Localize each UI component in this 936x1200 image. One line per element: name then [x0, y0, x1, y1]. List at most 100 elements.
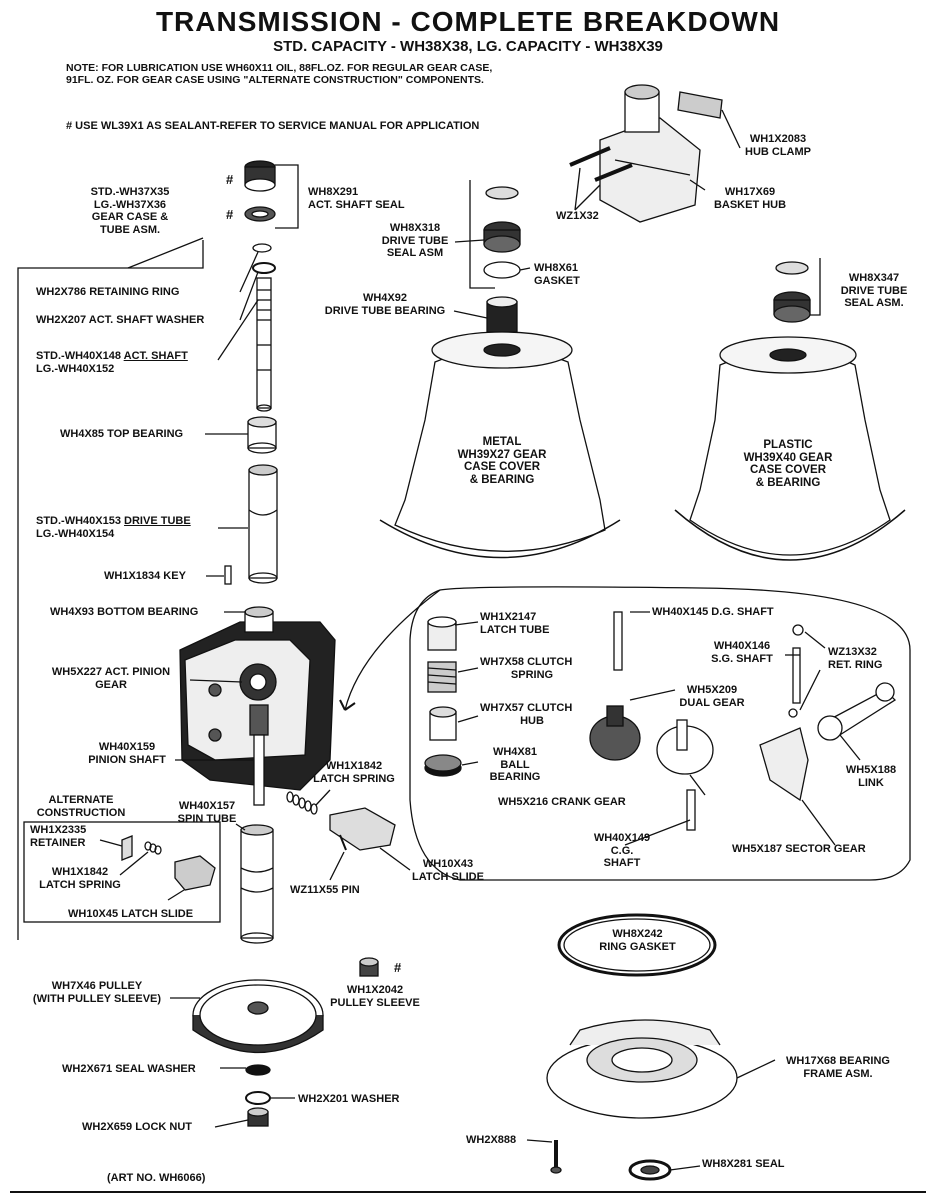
gasket-number: WH8X61 — [534, 262, 579, 274]
lubrication-note: NOTE: FOR LUBRICATION USE WH60X11 OIL, 8… — [66, 62, 492, 86]
retaining-ring-label: WH2X786 RETAINING RING — [36, 286, 180, 298]
washer-part-2 — [245, 1091, 271, 1105]
metal-cover-name: CASE COVER — [463, 461, 541, 473]
art-number: (ART NO. WH6066) — [107, 1172, 206, 1184]
note-line-1: NOTE: FOR LUBRICATION USE WH60X11 OIL, 8… — [66, 62, 493, 74]
metal-cover-label: METAL WH39X27 GEAR CASE COVER & BEARING — [440, 436, 564, 486]
metal-cover-part — [379, 331, 621, 559]
act-shaft-washer-label: WH2X207 ACT. SHAFT WASHER — [36, 314, 205, 326]
seal-washer-part — [245, 1064, 271, 1076]
sealant-mark-3: # — [394, 960, 402, 975]
seal-part — [628, 1159, 672, 1181]
sealant-note: # USE WL39X1 AS SEALANT-REFER TO SERVICE… — [66, 120, 480, 132]
latch-spring-label: WH1X1842 LATCH SPRING — [304, 760, 404, 785]
latch-tube-label: WH1X2147 LATCH TUBE — [480, 611, 549, 636]
pulley-sleeve-part — [359, 957, 379, 977]
clutch-spring-part — [427, 661, 457, 693]
alt-spring-number: WH1X1842 — [51, 866, 109, 878]
crank-gear-label: WH5X216 CRANK GEAR — [498, 796, 626, 808]
alt-slide-part — [174, 855, 216, 891]
plastic-cover-name: CASE COVER — [749, 464, 827, 476]
drive-tube-label: STD.-WH40X153 DRIVE TUBE LG.-WH40X154 — [36, 515, 191, 540]
pinion-gear-label: WH5X227 ACT. PINION GEAR — [36, 666, 186, 691]
dg-shaft-label: WH40X145 D.G. SHAFT — [652, 606, 774, 618]
hub-clamp-part — [677, 91, 723, 119]
gasket-name: GASKET — [534, 274, 580, 287]
metal-cover-name-2: & BEARING — [469, 473, 535, 486]
gear-case-name-2: TUBE ASM. — [99, 223, 161, 236]
latch-tube-name: LATCH TUBE — [480, 623, 550, 636]
sg-shaft-name: S.G. SHAFT — [711, 652, 773, 665]
plastic-cover-type: PLASTIC — [763, 439, 813, 451]
clutch-hub-name: HUB — [520, 714, 544, 727]
bolt-2-part — [550, 1140, 562, 1174]
link-part — [817, 682, 897, 741]
latch-slide-name: LATCH SLIDE — [412, 870, 484, 883]
key-part — [224, 565, 232, 585]
link-name: LINK — [858, 776, 884, 789]
ball-bearing-label: WH4X81 BALL BEARING — [480, 746, 550, 784]
top-bearing-part — [247, 416, 277, 454]
spin-tube-label: WH40X157 SPIN TUBE — [162, 800, 252, 825]
ball-bearing-name-2: BEARING — [489, 771, 541, 783]
pulley-number: WH7X46 PULLEY — [51, 980, 143, 992]
bearing-frame-name: FRAME ASM. — [803, 1067, 873, 1080]
ret-ring-label: WZ13X32 RET. RING — [828, 646, 882, 671]
act-shaft-part — [256, 277, 272, 412]
ret-ring-number: WZ13X32 — [828, 646, 877, 658]
pulley-sleeve-number: WH1X2042 — [346, 984, 404, 996]
ret-ring-part — [792, 624, 804, 636]
washer-part — [252, 262, 276, 274]
plastic-cover-number: WH39X40 GEAR — [743, 451, 833, 464]
sg-shaft-number: WH40X146 — [713, 640, 771, 652]
pulley-name: (WITH PULLEY SLEEVE) — [32, 992, 162, 1005]
cg-shaft-name-2: SHAFT — [603, 857, 641, 869]
plastic-cover-label: PLASTIC WH39X40 GEAR CASE COVER & BEARIN… — [726, 439, 850, 489]
dt-seal-b-top-part — [775, 261, 809, 275]
dt-seal-b-label: WH8X347 DRIVE TUBE SEAL ASM. — [834, 272, 914, 310]
diagram-subtitle: STD. CAPACITY - WH38X38, LG. CAPACITY - … — [273, 38, 663, 55]
pinion-shaft-number: WH40X159 — [98, 741, 156, 753]
alt-heading-1: ALTERNATE — [48, 794, 114, 806]
clutch-spring-name: SPRING — [510, 668, 554, 681]
pinion-shaft-part — [249, 704, 269, 806]
dt-seal-name-2: SEAL ASM — [386, 247, 444, 259]
alt-spring-name: LATCH SPRING — [39, 878, 121, 891]
cg-shaft-label: WH40X149 C.G. SHAFT — [582, 832, 662, 870]
bearing-frame-part — [546, 1019, 738, 1119]
ring-gasket-part — [557, 913, 717, 977]
ring-gasket-label: WH8X242 RING GASKET — [590, 928, 685, 953]
wz1x32-label: WZ1X32 — [556, 210, 599, 222]
main-assembly-bracket — [17, 240, 204, 940]
retaining-ring-part — [252, 243, 272, 253]
bearing-frame-number: WH17X68 BEARING — [786, 1055, 890, 1067]
washer-label: WH2X201 WASHER — [298, 1093, 400, 1105]
metal-cover-type: METAL — [482, 436, 522, 448]
latch-slide-number: WH10X43 — [422, 858, 474, 870]
act-shaft-lg: LG.-WH40X152 — [36, 362, 115, 375]
dt-seal-number: WH8X318 — [389, 222, 441, 234]
pulley-sleeve-name: PULLEY SLEEVE — [330, 996, 420, 1009]
seal-washer-label: WH2X671 SEAL WASHER — [62, 1063, 196, 1075]
ring-gasket-number: WH8X242 — [612, 928, 663, 940]
act-shaft-name: ACT. SHAFT — [123, 350, 188, 362]
act-shaft-seal-number: WH8X291 — [308, 186, 359, 198]
clutch-hub-part — [429, 706, 457, 741]
lock-nut-label: WH2X659 LOCK NUT — [82, 1121, 193, 1133]
sector-gear-label: WH5X187 SECTOR GEAR — [732, 843, 866, 855]
dt-seal-b-part — [773, 291, 811, 323]
alt-retainer-part — [121, 835, 133, 861]
gasket-label: WH8X61 GASKET — [534, 262, 580, 287]
clutch-spring-label: WH7X58 CLUTCH SPRING — [480, 656, 584, 681]
pinion-gear-number: WH5X227 ACT. PINION — [51, 666, 171, 678]
bottom-bearing-label: WH4X93 BOTTOM BEARING — [50, 606, 199, 618]
metal-cover-number: WH39X27 GEAR — [457, 448, 547, 461]
cg-shaft-name: C.G. — [610, 844, 634, 857]
spin-tube-name: SPIN TUBE — [177, 812, 237, 825]
act-shaft-label: STD.-WH40X148 ACT. SHAFT LG.-WH40X152 — [36, 350, 188, 375]
drive-tube-part — [248, 464, 278, 584]
hub-clamp-label: WH1X2083 HUB CLAMP — [736, 133, 820, 158]
gear-case-part — [179, 606, 336, 791]
link-number: WH5X188 — [845, 764, 897, 776]
